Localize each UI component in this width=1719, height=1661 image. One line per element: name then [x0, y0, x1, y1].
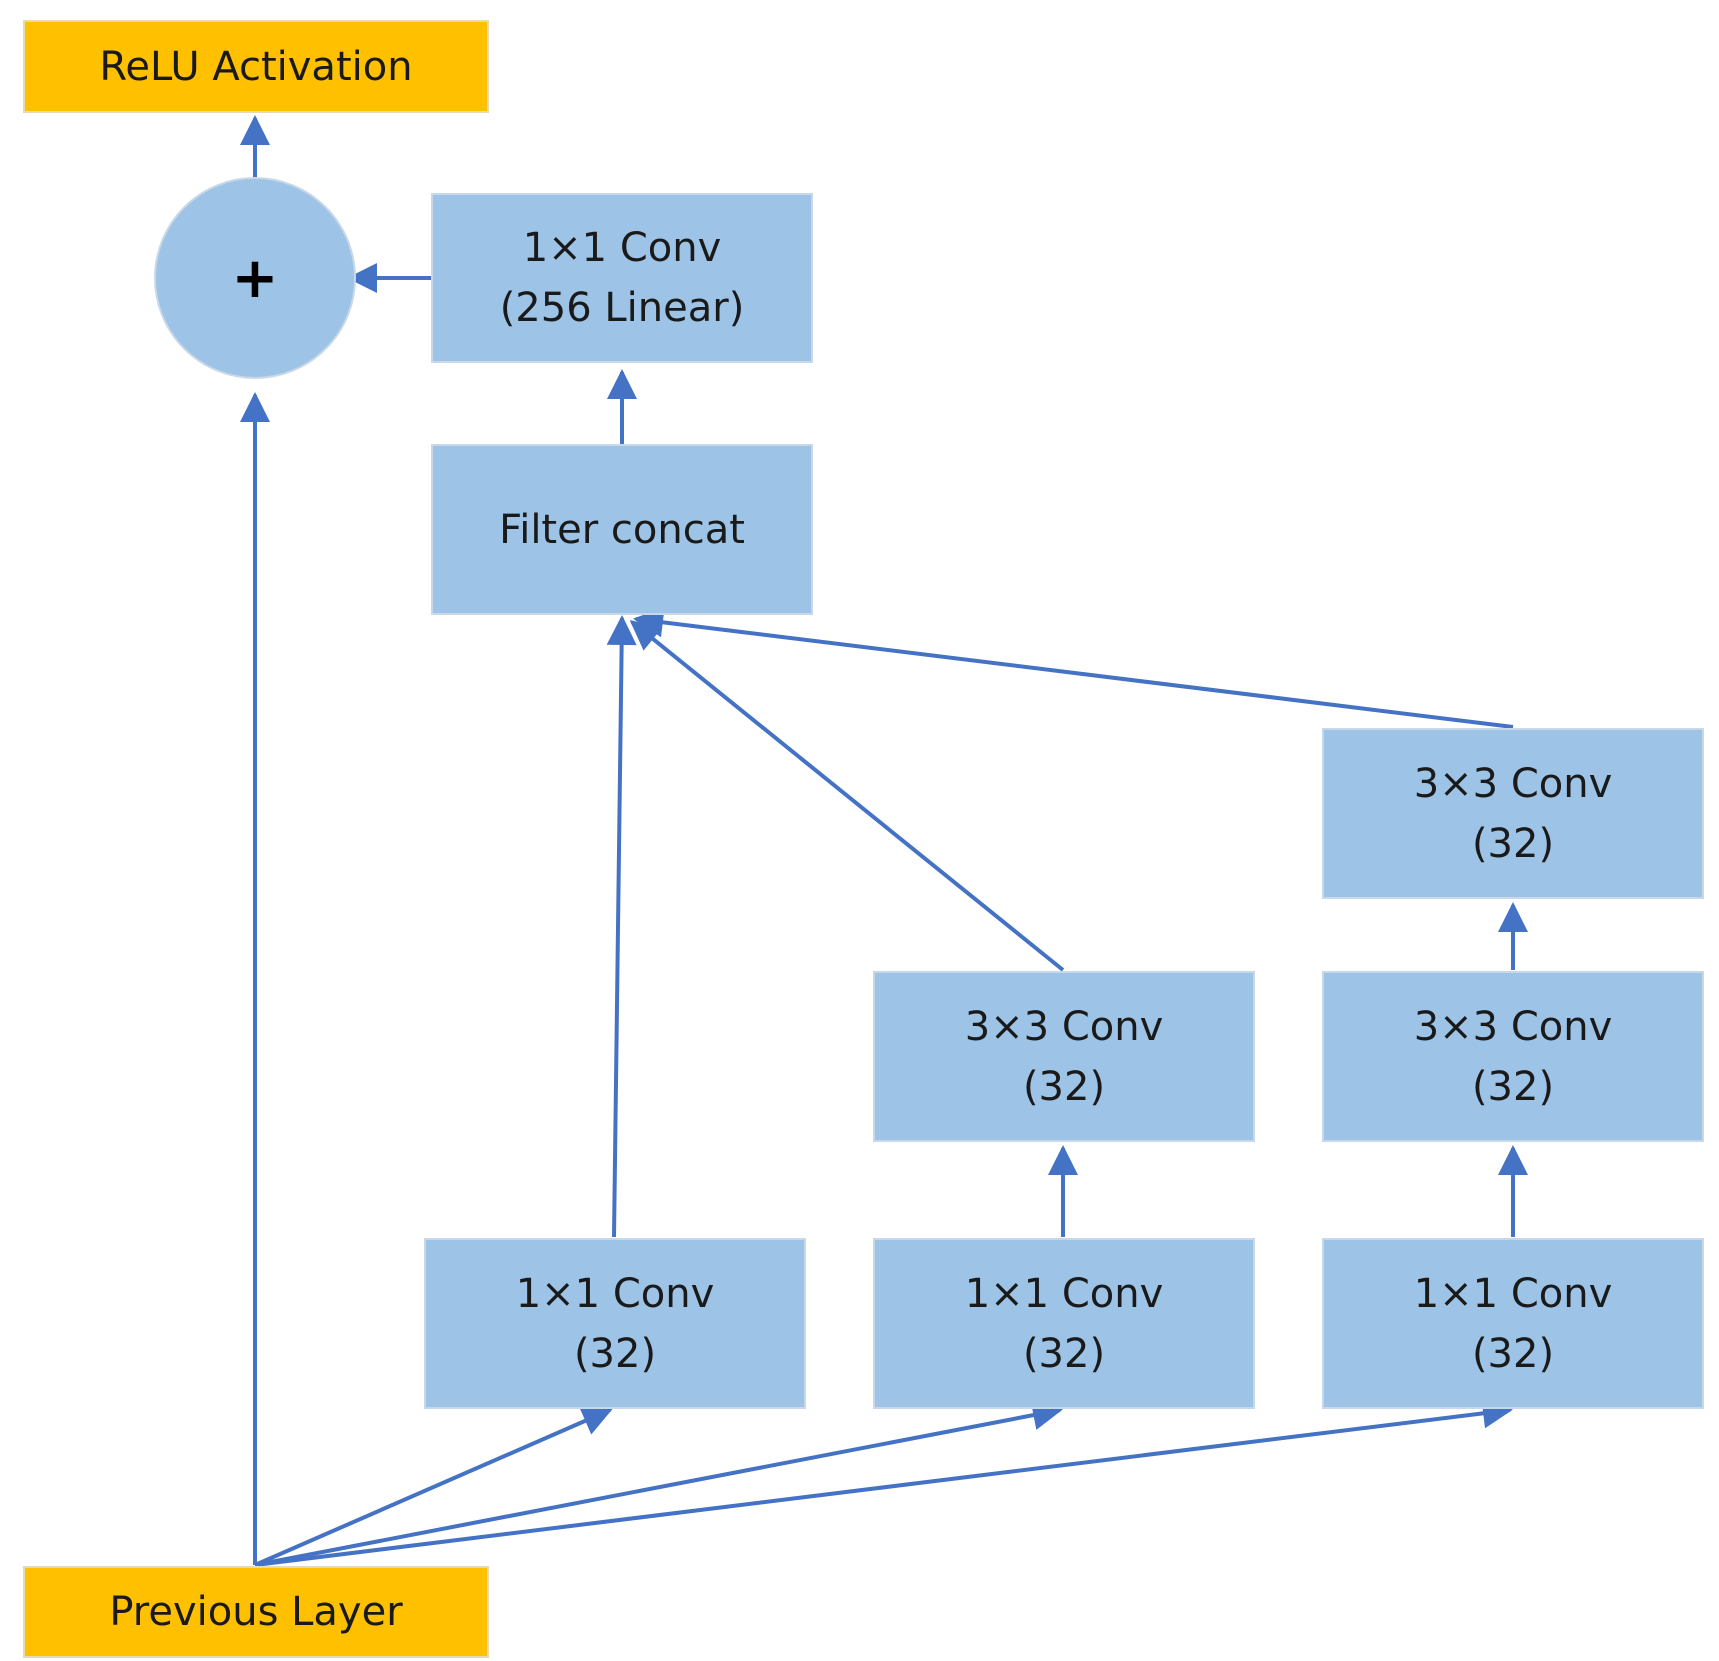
- arrow-branch1-to-concat: [606, 615, 637, 1238]
- arrow-branch2-to-concat: [629, 620, 1065, 972]
- branch1-conv-1x1-subtitle: (32): [573, 1330, 657, 1377]
- plus-symbol: +: [231, 245, 279, 311]
- branch2-conv-3x3-node: 3×3 Conv (32): [873, 971, 1255, 1142]
- arrow-prev-to-branch3: [254, 1398, 1513, 1567]
- branch3-conv-3x3-second-title: 3×3 Conv: [1413, 760, 1613, 807]
- branch1-conv-1x1-title: 1×1 Conv: [515, 1270, 715, 1317]
- branch3-conv-1x1-title: 1×1 Conv: [1413, 1270, 1613, 1317]
- conv-1x1-linear-node: 1×1 Conv (256 Linear): [431, 193, 813, 363]
- previous-layer-node: Previous Layer: [23, 1566, 489, 1658]
- branch3-conv-3x3-first-node: 3×3 Conv (32): [1322, 971, 1704, 1142]
- branch3-conv-3x3-second-subtitle: (32): [1471, 820, 1555, 867]
- relu-activation-label: ReLU Activation: [99, 43, 413, 90]
- arrow-branch3-to-concat: [633, 607, 1514, 729]
- branch2-conv-3x3-subtitle: (32): [1022, 1063, 1106, 1110]
- branch2-conv-1x1-node: 1×1 Conv (32): [873, 1238, 1255, 1409]
- arrow-prev-to-branch1: [254, 1407, 613, 1567]
- filter-concat-node: Filter concat: [431, 444, 813, 615]
- branch2-conv-3x3-title: 3×3 Conv: [964, 1003, 1164, 1050]
- branch3-conv-3x3-second-node: 3×3 Conv (32): [1322, 728, 1704, 899]
- addition-node: +: [154, 177, 356, 379]
- filter-concat-label: Filter concat: [499, 506, 745, 553]
- branch3-conv-1x1-subtitle: (32): [1471, 1330, 1555, 1377]
- conv-1x1-linear-title: 1×1 Conv: [522, 225, 722, 271]
- relu-activation-node: ReLU Activation: [23, 20, 489, 113]
- conv-1x1-linear-subtitle: (256 Linear): [499, 285, 745, 331]
- previous-layer-label: Previous Layer: [109, 1589, 403, 1635]
- branch2-conv-1x1-subtitle: (32): [1022, 1330, 1106, 1377]
- branch2-conv-1x1-title: 1×1 Conv: [964, 1270, 1164, 1317]
- branch3-conv-3x3-first-subtitle: (32): [1471, 1063, 1555, 1110]
- arrow-prev-to-branch2: [254, 1400, 1063, 1567]
- branch3-conv-1x1-node: 1×1 Conv (32): [1322, 1238, 1704, 1409]
- branch1-conv-1x1-node: 1×1 Conv (32): [424, 1238, 806, 1409]
- branch3-conv-3x3-first-title: 3×3 Conv: [1413, 1003, 1613, 1050]
